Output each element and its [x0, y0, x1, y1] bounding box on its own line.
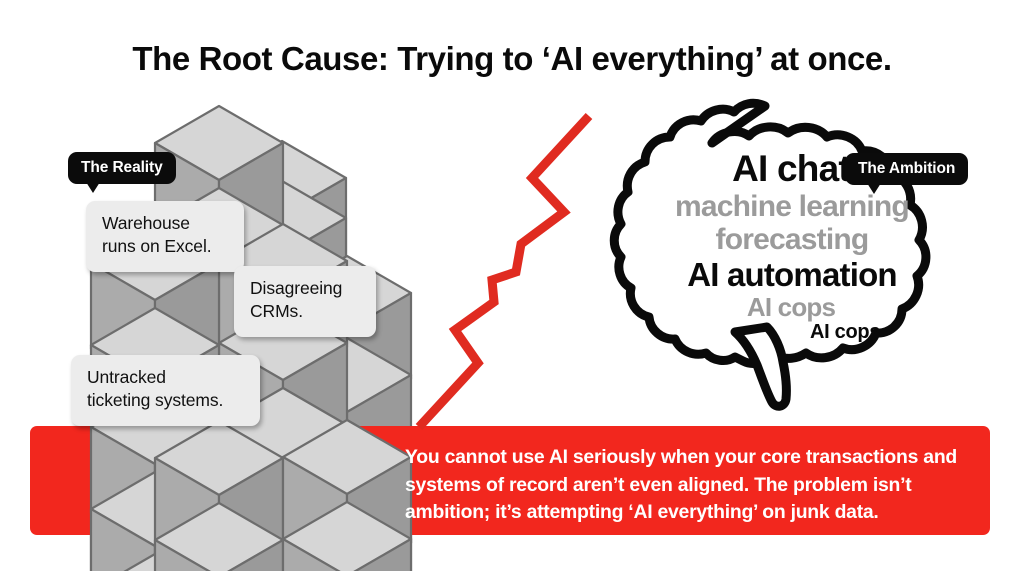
- badge-tail-icon: [86, 182, 100, 194]
- badge-the-reality: The Reality: [68, 152, 176, 194]
- page-title: The Root Cause: Trying to ‘AI everything…: [132, 40, 892, 77]
- brain-stem-icon: [730, 322, 791, 411]
- brain-word-ai-cops-strong: AI cops: [810, 321, 881, 343]
- badge-tail-icon: [867, 183, 881, 195]
- badge-the-ambition: The Ambition: [845, 153, 969, 195]
- lightning-bolt-icon: [415, 112, 593, 431]
- banner-message: You cannot use AI seriously when your co…: [405, 446, 958, 524]
- badge-the-ambition-label: The Ambition: [858, 160, 956, 177]
- badge-the-reality-label: The Reality: [81, 159, 163, 176]
- brain-word-cloud: AI chat machine learning forecasting AI …: [625, 148, 955, 342]
- callout-card-ticketing: Untracked ticketing systems.: [71, 355, 260, 426]
- callout-card-warehouse: Warehouse runs on Excel.: [86, 201, 244, 272]
- brain-word-ai-cops-muted: AI cops: [746, 292, 836, 322]
- brain-word-ai-chat: AI chat: [732, 148, 851, 189]
- brain-word-ai-automation: AI automation: [687, 256, 897, 293]
- brain-word-machine-learning: machine learning: [675, 190, 910, 223]
- callout-card-crms: Disagreeing CRMs.: [234, 266, 376, 337]
- brain-word-forecasting: forecasting: [715, 223, 870, 256]
